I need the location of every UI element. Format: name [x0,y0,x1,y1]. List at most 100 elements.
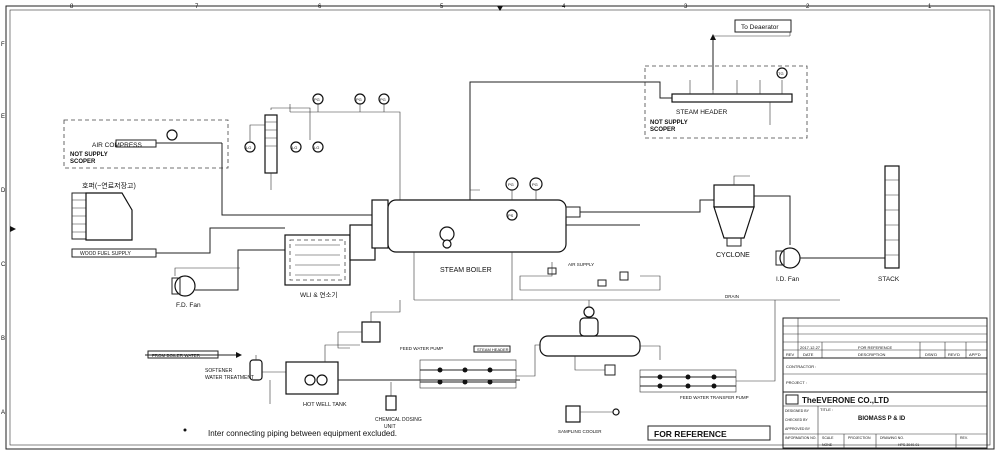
feed-tank-dome [579,317,599,337]
column-markers: 8 7 6 5 4 3 2 1 [70,4,932,10]
separator-column [264,114,278,174]
steam-header-scope-box [644,65,808,139]
feed-water-transfer-pump-skid [639,369,737,393]
level-gauge-1-tag: LG [246,145,251,150]
piping-note: Inter connecting piping between equipmen… [208,429,397,438]
boiler-pg1-tag: PG [508,182,514,187]
drawing-title: BIOMASS P & ID [858,416,906,422]
chemical-dosing-unit [385,395,397,411]
cyclone-top [713,184,755,208]
boiler-pg2-tag: PG [532,182,538,187]
checked-by-label: CHECKED BY [785,418,808,422]
center-mark-left [10,226,16,232]
fd-fan [174,275,196,297]
pressure-gauge-1-tag: PG [314,97,320,102]
row-e: E [1,114,5,120]
approved-by-label: APPROVED BY [785,427,811,431]
row-c: C [1,262,6,268]
hot-well-tank-label: HOT WELL TANK [303,402,347,408]
rev-header-appd: APP'D [969,352,981,357]
wood-fuel-hopper [85,192,133,241]
stack-label: STACK [878,276,900,283]
furnace-duct [349,224,376,261]
projection-label: PROJECTION [848,436,871,440]
to-deaerator-label: To Deaerator [741,24,779,31]
title-label: TITLE : [820,407,833,412]
boiler-front-box [371,199,389,249]
level-gauge-3 [312,141,324,153]
company-name: TheEVERONE CO.,LTD [802,396,889,405]
contractor-label: CONTRACTOR : [786,364,816,369]
softener-label: SOFTENER [205,368,233,374]
drain-label: DRAIN [725,294,739,299]
col-5: 5 [440,4,444,10]
title-block: 2017.12.27 FOR REFERENCE REV DATE DESCRI… [782,317,988,449]
scale-value: NONE [822,443,833,447]
steam-boiler-label: STEAM BOILER [440,267,492,274]
cyclone-label: CYCLONE [716,252,750,259]
scale-label: SCALE [822,436,834,440]
project-label: PROJECT : [786,380,807,385]
row-a: A [1,410,5,416]
row-b: B [1,336,5,342]
col-3: 3 [684,4,688,10]
steam-header-gauge-tag: TG [778,71,784,76]
feed-water-transfer-pump-label: FEED WATER TRANSFER PUMP [680,395,749,400]
main-steam-line [469,81,672,200]
air-compress-label: AIR COMPRESS [92,142,143,149]
air-not-supply-2: SCOPER [70,159,96,165]
condensate-pot [361,321,381,343]
burner-assembly [439,226,455,242]
feed-water-pump-label: FEED WATER PUMP [400,346,443,351]
air-compress-scope-box [63,119,229,169]
air-pressure-gauge [166,129,178,141]
center-mark-top [497,6,503,11]
header-not-supply-1: NOT SUPPLY [650,120,688,126]
flue-gas-duct [580,199,714,213]
steam-header-label: STEAM HEADER [676,109,728,116]
col-6: 6 [318,4,322,10]
steam-boiler [387,199,567,253]
row-d: D [1,188,6,194]
sampling-cooler [565,405,581,423]
rev-header-rev: REV [786,352,795,357]
col-4: 4 [562,4,566,10]
col-8: 8 [70,4,74,10]
to-deaerator-box [734,19,792,33]
water-treatment-label: WATER TREATMENT [205,375,254,381]
row-f: F [1,42,5,48]
designed-by-label: DESIGNED BY [785,409,810,413]
row-markers: F E D C B A [1,42,6,416]
drawing-no-label: DRAWING NO. [880,436,904,440]
boiler-ps-tag: PS [508,213,514,218]
company-logo [785,394,799,405]
steam-header-gauge [776,67,788,79]
feed-water-tank [539,335,641,357]
hopper-label: 호퍼(~연료저장고) [82,181,136,190]
rev-row-desc: FOR REFERENCE [858,345,893,350]
rev-header-desc: DESCRIPTION [858,352,885,357]
col-2: 2 [806,4,810,10]
stack [884,165,900,269]
steam-header [671,93,793,103]
information-no-label: INFORMATION NO. [785,436,816,440]
level-gauge-2 [290,141,302,153]
level-gauge-3-tag: LG [314,145,319,150]
for-reference-box [647,425,771,441]
chemical-dosing-label-2: UNIT [384,424,396,430]
chemical-dosing-label-1: CHEMICAL DOSING [375,417,422,423]
rev-row-date: 2017.12.27 [800,345,821,350]
header-not-supply-2: SCOPER [650,127,676,133]
rev-label: REV. [960,436,968,440]
feed-water-pump-skid [419,359,517,389]
drawing-no: HPS-3040-01 [898,443,919,447]
level-gauge-2-tag: LG [292,145,297,150]
pressure-gauge-2-tag: PG [356,97,362,102]
sampling-cooler-label: SAMPLING COOLER [558,429,602,434]
air-supply-label: AIR SUPPLY [568,262,594,267]
furnace [284,234,351,286]
rev-header-date: DATE [803,352,814,357]
for-reference-stamp: FOR REFERENCE [654,429,727,439]
rev-header-dsnd: DSN'D [925,352,937,357]
